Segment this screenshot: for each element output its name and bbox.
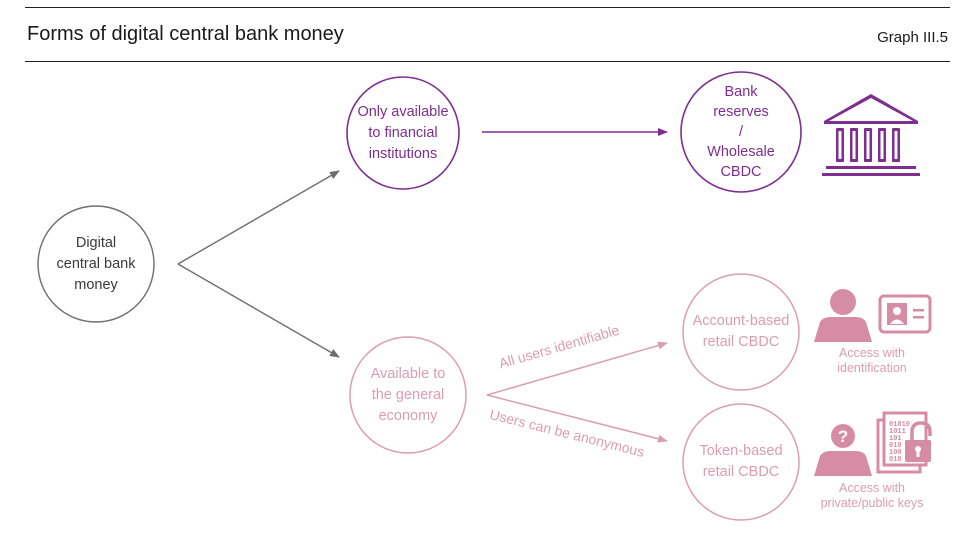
arrow-to-financial bbox=[177, 170, 340, 265]
account-node-label: Account-based retail CBDC bbox=[692, 313, 790, 350]
binary-line: 100 bbox=[889, 449, 902, 457]
caption-identification: Access with identification bbox=[837, 346, 907, 375]
header-rule bbox=[25, 61, 950, 62]
svg-text:?: ? bbox=[838, 427, 848, 446]
wholesale-node-label: Bank reserves / Wholesale CBDC bbox=[707, 84, 775, 180]
unlocked-padlock-icon bbox=[905, 421, 932, 462]
graph-number: Graph III.5 bbox=[877, 29, 948, 46]
account-circle bbox=[682, 273, 800, 391]
arrow-to-token bbox=[486, 394, 668, 443]
caption-keys: Access with private/public keys bbox=[820, 481, 924, 510]
wholesale-circle bbox=[680, 71, 802, 193]
id-card-icon bbox=[878, 294, 932, 334]
general-node-label: Available to the general economy bbox=[370, 365, 446, 424]
arrow-to-account bbox=[486, 341, 668, 396]
general-circle bbox=[349, 336, 467, 454]
root-circle bbox=[37, 205, 155, 323]
financial-circle bbox=[346, 76, 460, 190]
binary-line: 01010 bbox=[889, 421, 910, 429]
page-title: Forms of digital central bank money bbox=[27, 23, 344, 45]
bank-building-icon bbox=[822, 94, 920, 176]
financial-node-label: Only available to financial institutions bbox=[357, 103, 449, 162]
user-question-icon: ? bbox=[814, 424, 872, 476]
root-node-label: Digital central bank money bbox=[56, 234, 136, 293]
arrow-to-general bbox=[177, 263, 340, 358]
binary-line: 1011 bbox=[889, 428, 906, 436]
user-icon bbox=[814, 289, 872, 342]
token-node-label: Token-based retail CBDC bbox=[699, 443, 783, 480]
top-rule bbox=[25, 7, 950, 8]
binary-line: 010 bbox=[889, 456, 902, 464]
binary-line: 101 bbox=[889, 435, 902, 443]
token-circle bbox=[682, 403, 800, 521]
binary-line: 010 bbox=[889, 442, 902, 450]
